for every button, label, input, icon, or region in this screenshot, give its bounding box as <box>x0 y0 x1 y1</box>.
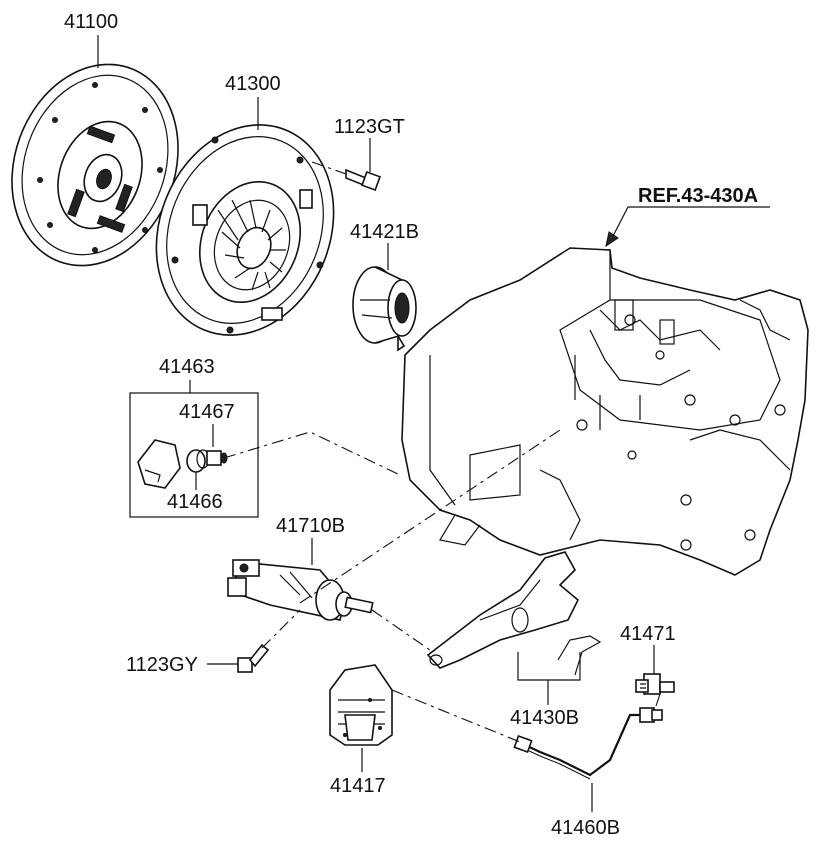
label-1123gy: 1123GY <box>126 654 198 676</box>
reference-label: REF.43-430A <box>638 185 758 207</box>
leader-41430b <box>517 652 581 705</box>
dust-boot-41417 <box>329 664 393 746</box>
label-41463: 41463 <box>159 356 215 378</box>
reference-arrowhead <box>605 231 619 248</box>
label-41710b: 41710B <box>276 515 345 537</box>
label-41100: 41100 <box>64 11 118 33</box>
label-41466: 41466 <box>167 491 223 513</box>
label-41300: 41300 <box>225 73 281 95</box>
pressure-plate-41300 <box>155 124 335 336</box>
label-41430b: 41430B <box>510 707 579 729</box>
fitting-41467 <box>206 450 228 466</box>
centerline-cylinder-housing <box>299 429 561 604</box>
clutch-pipe-41460b <box>391 689 663 780</box>
clutch-disc-41100 <box>11 63 179 267</box>
release-bearing-41421b <box>352 266 417 352</box>
reference-leader <box>611 206 770 239</box>
transmission-housing <box>401 247 809 576</box>
bracket-clip <box>137 439 181 489</box>
release-fork-41430b <box>426 551 602 676</box>
centerline-41463 <box>223 431 401 476</box>
slave-cylinder-41710b <box>227 559 374 621</box>
bleeder-fitting-41471 <box>635 673 675 695</box>
bolt-1123gy <box>237 609 301 673</box>
label-41460b: 41460B <box>551 817 620 839</box>
bolt-1123gt <box>311 161 381 191</box>
centerline-cylinder-fork <box>371 609 431 651</box>
label-41421b: 41421B <box>350 221 419 243</box>
label-41471: 41471 <box>620 623 676 645</box>
bushing-41466 <box>186 449 210 473</box>
label-1123gt: 1123GT <box>334 116 405 138</box>
reference-callout: REF.43-430A <box>605 185 770 248</box>
label-41417: 41417 <box>330 775 386 797</box>
kit-41463-box <box>129 392 259 518</box>
label-41467: 41467 <box>179 401 235 423</box>
